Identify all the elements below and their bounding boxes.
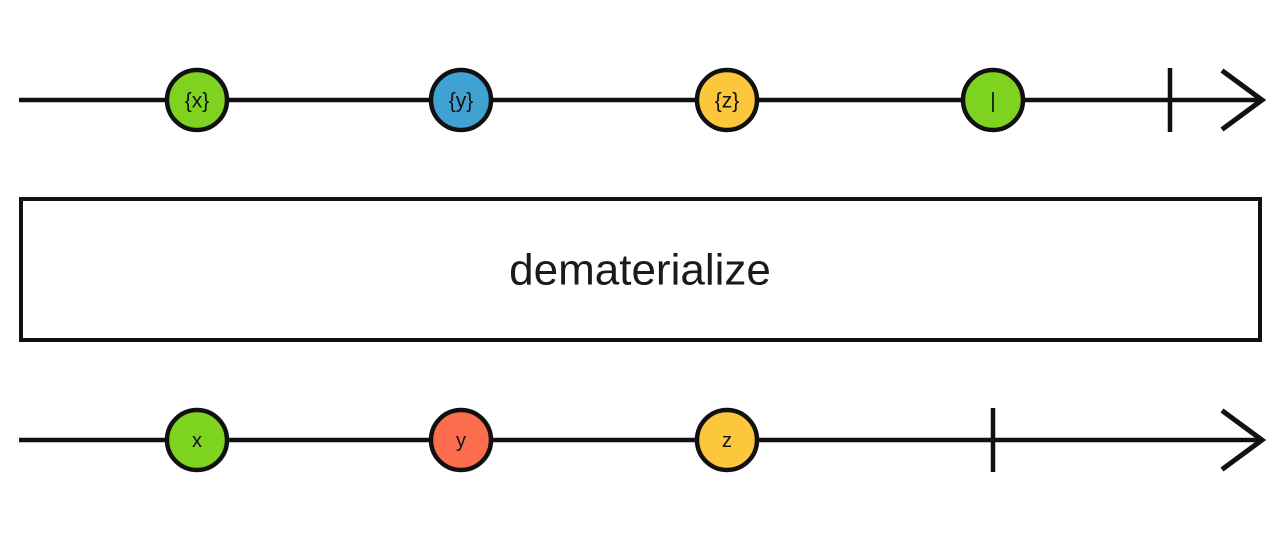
marble-shape: [428, 407, 494, 473]
result-timeline-arrow-icon: [1220, 408, 1267, 472]
source-timeline: {x} {y} {z} |: [19, 67, 1267, 133]
result-marble-x[interactable]: x: [164, 407, 230, 473]
marble-label: z: [722, 430, 732, 452]
source-timeline-arrow-icon: [1220, 68, 1267, 132]
marble-shape: [428, 67, 494, 133]
result-timeline: x y z: [19, 407, 1267, 473]
operator-box[interactable]: dematerialize: [19, 197, 1262, 342]
result-marble-z[interactable]: z: [694, 407, 760, 473]
marble-label: |: [990, 90, 995, 113]
marble-label: {x}: [185, 90, 210, 113]
source-marble-x[interactable]: {x}: [164, 67, 230, 133]
marble-label: y: [456, 430, 466, 452]
marble-shape: [694, 407, 760, 473]
operator-box-label: dematerialize: [509, 246, 771, 295]
marble-shape: [960, 67, 1026, 133]
marble-shape: [164, 407, 230, 473]
source-marble-complete-notification[interactable]: |: [960, 67, 1026, 133]
source-marble-y[interactable]: {y}: [428, 67, 494, 133]
marble-shape: [694, 67, 760, 133]
marble-label: x: [192, 430, 202, 452]
result-marble-y[interactable]: y: [428, 407, 494, 473]
operator-box-outline: [19, 197, 1262, 342]
marble-label: {y}: [449, 90, 474, 113]
marble-shape: [164, 67, 230, 133]
marble-label: {z}: [715, 90, 740, 113]
source-marble-z[interactable]: {z}: [694, 67, 760, 133]
